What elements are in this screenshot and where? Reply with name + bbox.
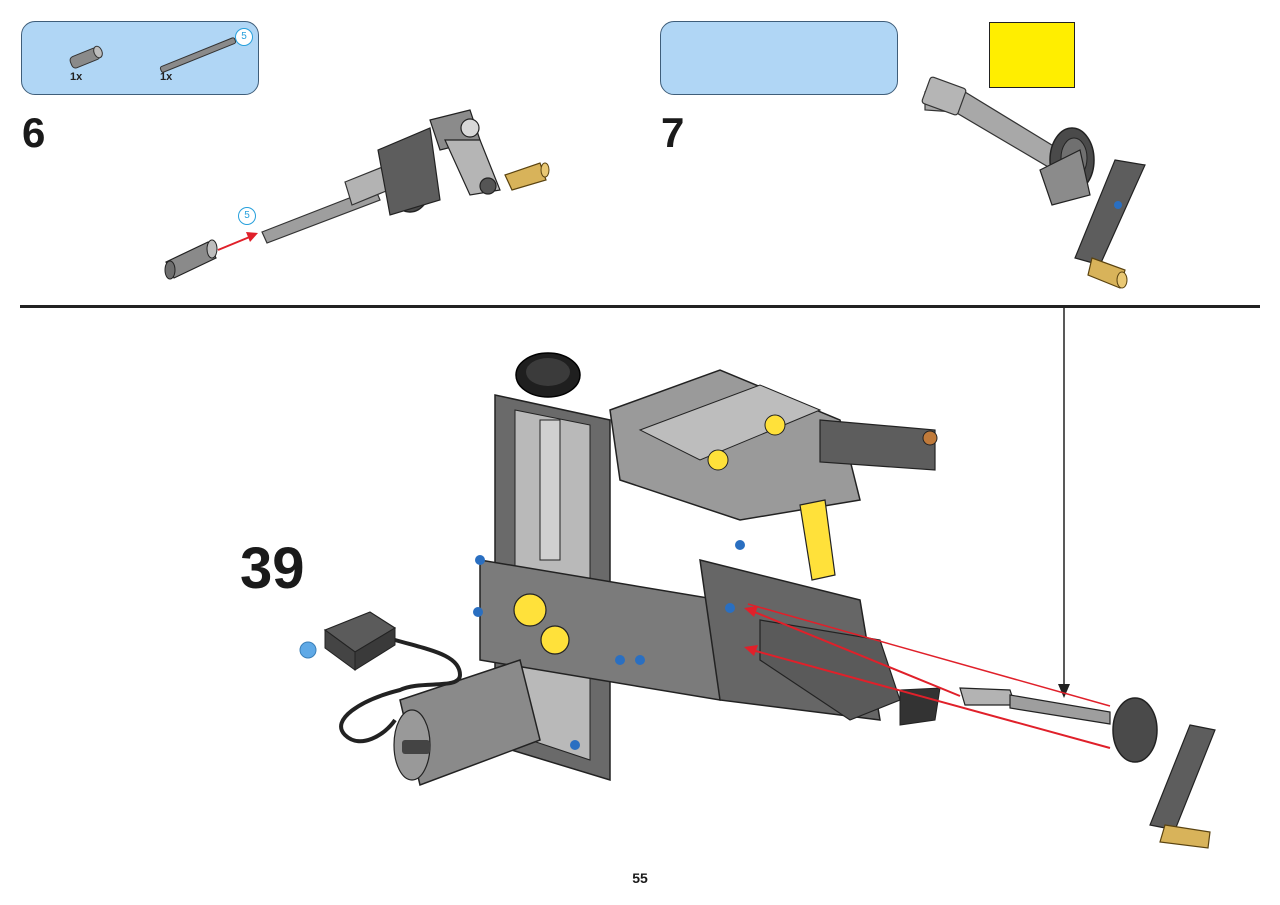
part-qty-2: 1x	[160, 71, 173, 83]
step-6-model-illustration	[164, 109, 550, 280]
axle-length-badge: 5	[235, 28, 253, 46]
parts-list-step-6	[21, 21, 259, 95]
connection-point-marker	[299, 641, 317, 659]
axle-connector-part-icon	[69, 45, 103, 69]
step-number-7: 7	[661, 109, 685, 156]
rotate-model-box	[989, 22, 1075, 88]
axle-5-part-icon	[159, 37, 237, 73]
step-39-model-illustration	[323, 352, 1216, 849]
transfer-arrow	[1058, 308, 1070, 698]
step-number-39: 39	[240, 536, 305, 601]
page-number: 55	[632, 870, 648, 886]
step-number-6: 6	[22, 109, 46, 156]
step-7-model-illustration	[921, 76, 1146, 289]
parts-list-step-7	[660, 21, 898, 95]
callout-length-badge: 5	[238, 207, 256, 225]
part-qty-1: 1x	[70, 71, 83, 83]
section-divider	[20, 305, 1260, 308]
